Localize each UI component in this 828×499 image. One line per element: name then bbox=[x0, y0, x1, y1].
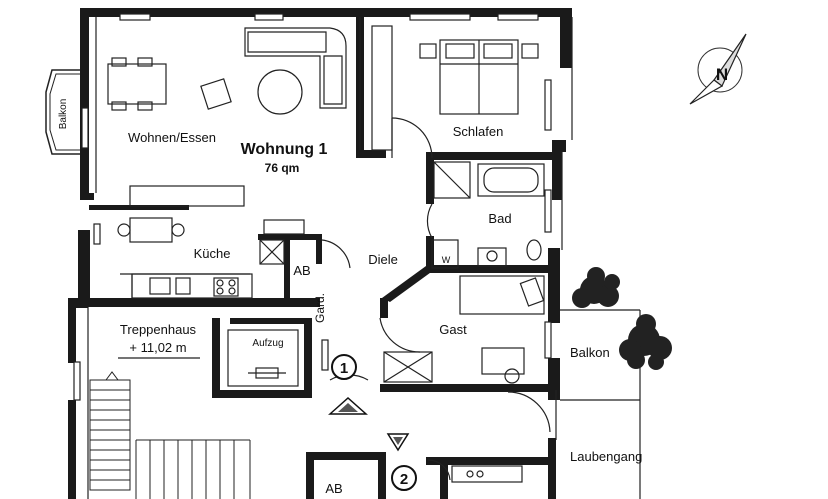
room-label-hall: Diele bbox=[368, 252, 398, 267]
room-label-bath: Bad bbox=[488, 211, 511, 226]
stairwell-elevation: + 11,02 m bbox=[129, 340, 186, 355]
room-label-kitchen: Küche bbox=[194, 246, 231, 261]
room-label-balcony-right: Balkon bbox=[570, 345, 610, 360]
plan-area: 76 qm bbox=[265, 161, 300, 175]
entrance-marker-2: 2 bbox=[391, 465, 417, 491]
entrance-2-label: 2 bbox=[400, 471, 408, 488]
entrance-1-label: 1 bbox=[340, 360, 348, 377]
room-label-bedroom: Schlafen bbox=[453, 124, 504, 139]
balcony-left bbox=[45, 69, 80, 155]
tree-icon bbox=[619, 314, 672, 370]
room-label-guest: Gast bbox=[439, 322, 467, 337]
elevator-cabin bbox=[227, 329, 299, 387]
room-label-walkway: Laubengang bbox=[570, 449, 642, 464]
staircase bbox=[89, 371, 251, 499]
plan-title: Wohnung 1 bbox=[241, 141, 328, 158]
compass-letter: N bbox=[716, 65, 728, 84]
direction-arrows bbox=[328, 396, 410, 452]
room-label-storage-lower: AB bbox=[325, 481, 342, 496]
room-label-balcony-left: Balkon bbox=[58, 99, 69, 130]
room-label-elevator: Aufzug bbox=[252, 338, 283, 349]
windows bbox=[73, 13, 552, 401]
room-label-storage: AB bbox=[293, 263, 310, 278]
north-arrow-icon: N bbox=[689, 33, 747, 105]
tree-icon bbox=[572, 267, 620, 308]
room-label-wardrobe: Gard. bbox=[313, 293, 327, 323]
furniture bbox=[107, 25, 545, 483]
doors bbox=[321, 117, 551, 481]
room-label-stairwell: Treppenhaus bbox=[120, 322, 197, 337]
room-label-wc: W bbox=[442, 255, 451, 265]
room-label-living: Wohnen/Essen bbox=[128, 130, 216, 145]
entrance-marker-1: 1 bbox=[331, 354, 357, 380]
